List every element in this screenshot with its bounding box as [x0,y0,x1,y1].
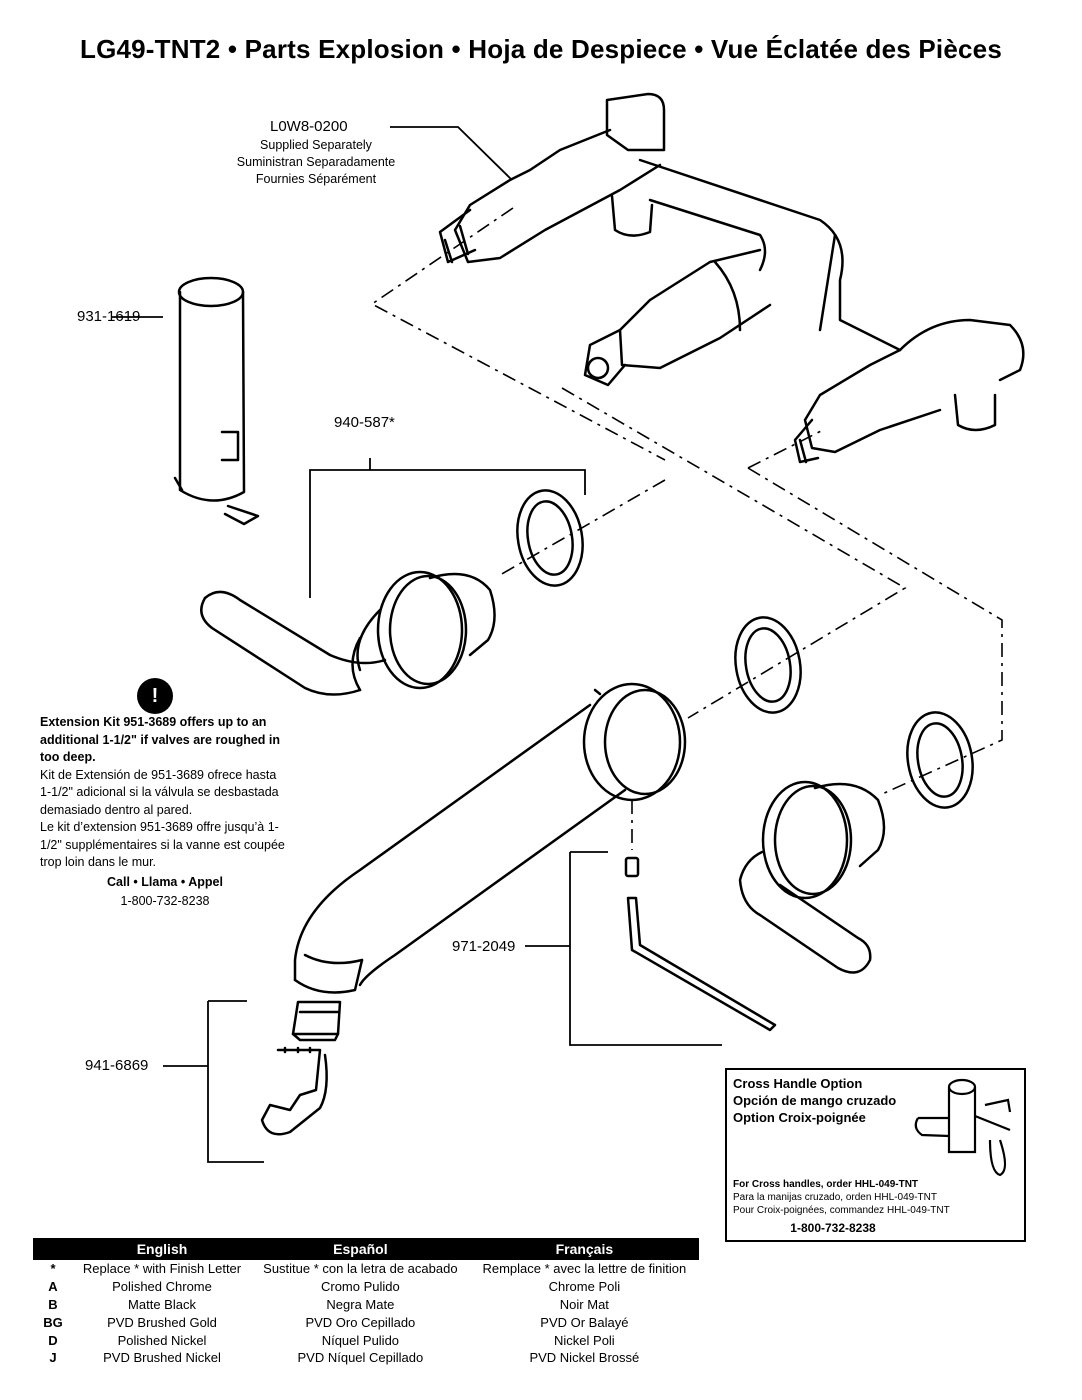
finish-es: PVD Níquel Cepillado [297,1350,424,1366]
right-handle [738,780,886,974]
cross-order-en: For Cross handles, order HHL-049-TNT [733,1179,919,1190]
upper-ring [516,489,584,587]
table-row: B Matte Black Negra Mate Noir Mat [33,1296,699,1314]
table-row: D Polished Nickel Níquel Pulido Nickel P… [33,1331,699,1349]
alignment-lines [370,207,1003,850]
left-handle [200,570,496,696]
cross-order-fr: Pour Croix-poignées, commandez HHL-049-T… [733,1205,950,1216]
finish-en: Polished Nickel [117,1332,207,1348]
table-row: * Replace * with Finish Letter Sustitue … [33,1260,699,1278]
call-phone: 1-800-732-8238 [120,894,210,908]
extension-note: Extension Kit 951-3689 offers up to an a… [40,714,290,911]
finish-en: Polished Chrome [112,1279,212,1295]
cross-title-en: Cross Handle Option [733,1076,863,1091]
right-ring-lower [906,711,974,809]
aerator-part-number: 941-6869 [85,1057,149,1074]
table-row: J PVD Brushed Nickel PVD Níquel Cepillad… [33,1349,699,1367]
finish-fr: Nickel Poli [554,1332,615,1348]
page-title: LG49-TNT2 • Parts Explosion • Hoja de De… [79,34,1002,64]
set-screw [624,856,640,878]
finish-code: D [48,1332,58,1348]
finish-code: A [48,1279,58,1295]
cross-order-es: Para la manijas cruzado, orden HHL-049-T… [733,1192,937,1203]
leader-lines [112,126,722,1163]
finish-es: Sustitue * con la letra de acabado [263,1261,458,1277]
finish-code: BG [43,1314,63,1330]
finish-fr: Remplace * avec la lettre de finition [482,1261,687,1277]
valve-supplied-fr: Fournies Séparément [255,172,377,186]
call-label: Call • Llama • Appel [107,874,223,889]
valve-part-number: L0W8-0200 [270,118,348,135]
finish-es: Cromo Pulido [320,1279,400,1295]
sleeve [173,276,260,526]
extension-note-en: Extension Kit 951-3689 offers up to an a… [40,715,281,764]
finish-es: Níquel Pulido [321,1332,400,1348]
table-row: BG PVD Brushed Gold PVD Oro Cepillado PV… [33,1313,699,1331]
aerator [260,1000,342,1136]
finish-header-code [33,1238,73,1260]
allen-key [626,896,777,1032]
valve-supplied-es: Suministran Separadamente [236,155,396,169]
right-ring-middle [734,616,802,714]
cross-handle-icon [914,1078,1012,1177]
sleeve-part-number: 931-1619 [77,308,141,325]
cross-handle-phone: 1-800-732-8238 [790,1221,876,1235]
cross-title-fr: Option Croix-poignée [733,1110,866,1125]
table-row: A Polished Chrome Cromo Pulido Chrome Po… [33,1278,699,1296]
finish-code: * [50,1261,56,1277]
extension-note-es: Kit de Extensión de 951-3689 ofrece hast… [40,767,279,817]
finish-table: English Español Français * Replace * wit… [33,1238,699,1367]
finish-fr: PVD Nickel Brossé [529,1350,640,1366]
finish-en: Replace * with Finish Letter [82,1261,242,1277]
cross-handle-titles: Cross Handle Option Opción de mango cruz… [733,1075,896,1126]
finish-en: Matte Black [128,1296,196,1312]
spout [293,682,687,994]
finish-es: PVD Oro Cepillado [305,1314,416,1330]
valve-body [438,92,1025,464]
finish-header-en: English [73,1238,252,1260]
finish-header-fr: Français [469,1238,699,1260]
cross-handle-order: For Cross handles, order HHL-049-TNT Par… [733,1178,950,1217]
cross-title-es: Opción de mango cruzado [733,1093,897,1108]
finish-code: J [49,1350,57,1366]
finish-table-header: English Español Français [33,1238,699,1260]
allen-key-part-number: 971-2049 [452,938,516,955]
finish-code: B [48,1296,58,1312]
finish-en: PVD Brushed Nickel [103,1350,221,1366]
valve-supplied-en: Supplied Separately [260,138,372,152]
finish-fr: Chrome Poli [548,1279,621,1295]
cross-handle-box [725,1068,1026,1242]
finish-header-es: Español [251,1238,470,1260]
extension-note-fr: Le kit d’extension 951-3689 offre jusqu’… [40,820,285,869]
finish-fr: PVD Or Balayé [540,1314,629,1330]
finish-fr: Noir Mat [559,1296,609,1312]
finish-en: PVD Brushed Gold [107,1314,217,1330]
finish-es: Negra Mate [326,1296,395,1312]
warning-icon: ! [137,678,173,714]
handles-part-number: 940-587* [334,414,395,431]
